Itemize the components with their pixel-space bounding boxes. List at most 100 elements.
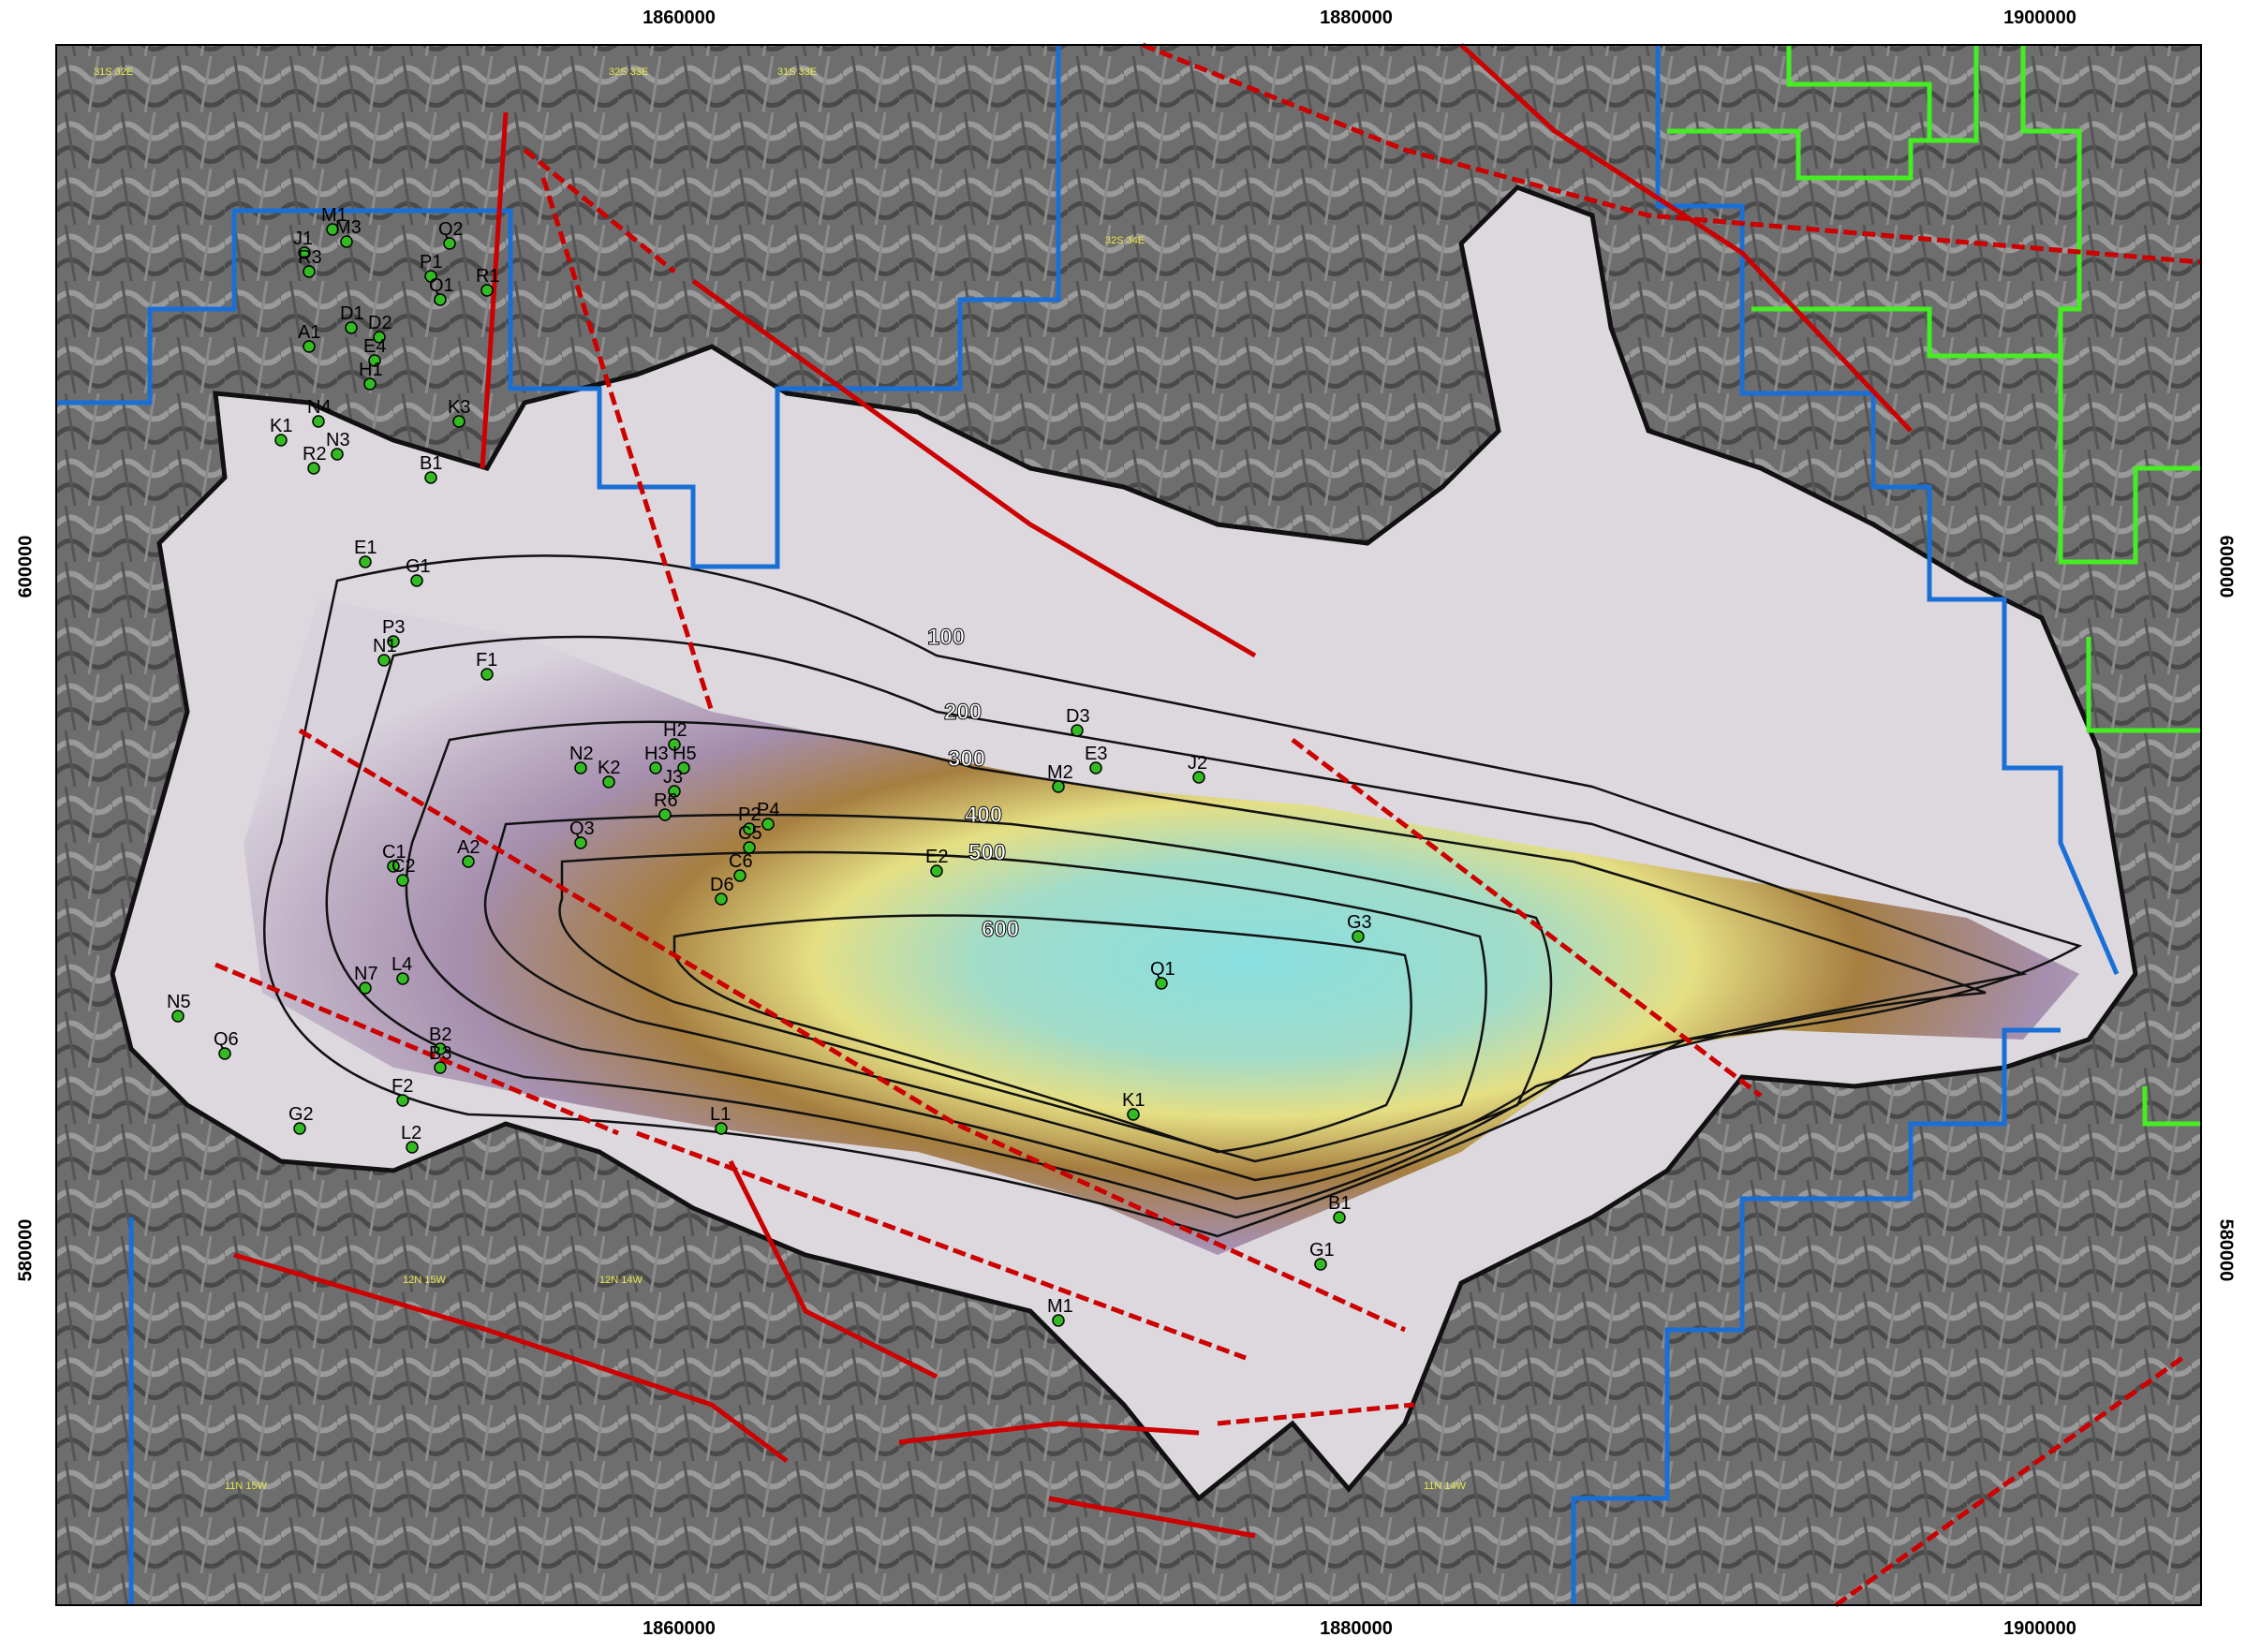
well-marker-icon[interactable] bbox=[307, 462, 320, 475]
well-point[interactable]: J2 bbox=[1188, 753, 1207, 784]
well-marker-icon[interactable] bbox=[424, 270, 437, 283]
well-point[interactable]: M3 bbox=[335, 217, 362, 248]
well-marker-icon[interactable] bbox=[574, 836, 587, 849]
well-marker-icon[interactable] bbox=[480, 668, 494, 681]
well-point[interactable]: H2 bbox=[663, 720, 687, 751]
well-point[interactable]: L2 bbox=[401, 1123, 421, 1154]
well-point[interactable]: K1 bbox=[1122, 1090, 1145, 1121]
well-point[interactable]: D3 bbox=[1066, 706, 1090, 737]
well-marker-icon[interactable] bbox=[743, 822, 756, 835]
well-marker-icon[interactable] bbox=[387, 860, 400, 873]
well-marker-icon[interactable] bbox=[602, 775, 615, 789]
well-point[interactable]: Q3 bbox=[569, 819, 595, 849]
well-point[interactable]: Q1 bbox=[429, 275, 454, 306]
well-marker-icon[interactable] bbox=[1052, 1314, 1065, 1327]
well-marker-icon[interactable] bbox=[396, 1094, 409, 1107]
well-point[interactable]: G2 bbox=[288, 1104, 314, 1135]
well-point[interactable]: K1 bbox=[270, 416, 292, 447]
well-point[interactable]: M2 bbox=[1047, 762, 1073, 793]
well-point[interactable]: F2 bbox=[392, 1076, 413, 1107]
well-marker-icon[interactable] bbox=[434, 293, 447, 306]
well-marker-icon[interactable] bbox=[452, 415, 465, 428]
well-point[interactable]: N5 bbox=[167, 992, 191, 1023]
well-point[interactable]: Q2 bbox=[438, 219, 464, 250]
well-point[interactable]: P2 bbox=[738, 804, 761, 835]
well-point[interactable]: M1 bbox=[321, 205, 347, 236]
well-marker-icon[interactable] bbox=[743, 841, 756, 854]
well-marker-icon[interactable] bbox=[410, 574, 423, 587]
well-marker-icon[interactable] bbox=[658, 808, 672, 821]
well-marker-icon[interactable] bbox=[303, 340, 316, 353]
well-point[interactable]: R1 bbox=[476, 266, 500, 297]
well-point[interactable]: P1 bbox=[420, 252, 442, 283]
well-point[interactable]: K3 bbox=[448, 397, 470, 428]
well-point[interactable]: K2 bbox=[598, 758, 620, 789]
well-marker-icon[interactable] bbox=[1155, 977, 1168, 990]
well-point[interactable]: A1 bbox=[298, 322, 320, 353]
well-marker-icon[interactable] bbox=[1314, 1258, 1327, 1271]
well-point[interactable]: N7 bbox=[354, 964, 378, 995]
well-marker-icon[interactable] bbox=[298, 246, 311, 259]
well-marker-icon[interactable] bbox=[668, 738, 681, 751]
well-marker-icon[interactable] bbox=[677, 761, 690, 774]
well-marker-icon[interactable] bbox=[733, 869, 746, 882]
well-marker-icon[interactable] bbox=[930, 864, 943, 878]
well-marker-icon[interactable] bbox=[363, 377, 377, 391]
well-marker-icon[interactable] bbox=[293, 1122, 306, 1135]
well-point[interactable]: Q1 bbox=[1150, 959, 1175, 990]
well-marker-icon[interactable] bbox=[396, 874, 409, 887]
well-point[interactable]: N1 bbox=[373, 636, 397, 667]
well-marker-icon[interactable] bbox=[331, 448, 344, 461]
well-marker-icon[interactable] bbox=[761, 818, 775, 831]
well-point[interactable]: E3 bbox=[1085, 744, 1107, 774]
well-point[interactable]: Q6 bbox=[214, 1029, 239, 1060]
well-point[interactable]: P4 bbox=[757, 800, 779, 831]
well-point[interactable]: C1 bbox=[382, 842, 406, 873]
well-marker-icon[interactable] bbox=[326, 223, 339, 236]
well-point[interactable]: B2 bbox=[429, 1025, 451, 1055]
well-point[interactable]: D2 bbox=[368, 313, 392, 344]
well-point[interactable]: D1 bbox=[340, 303, 364, 334]
well-marker-icon[interactable] bbox=[406, 1141, 419, 1154]
well-point[interactable]: G1 bbox=[1309, 1240, 1335, 1271]
well-point[interactable]: H1 bbox=[359, 360, 383, 391]
well-marker-icon[interactable] bbox=[574, 761, 587, 774]
well-marker-icon[interactable] bbox=[1089, 761, 1102, 774]
well-marker-icon[interactable] bbox=[1333, 1211, 1346, 1224]
well-point[interactable]: N3 bbox=[326, 430, 350, 461]
well-marker-icon[interactable] bbox=[218, 1047, 231, 1060]
well-marker-icon[interactable] bbox=[171, 1010, 185, 1023]
well-point[interactable]: J1 bbox=[293, 229, 313, 259]
well-marker-icon[interactable] bbox=[368, 354, 381, 367]
well-point[interactable]: J3 bbox=[663, 767, 683, 798]
well-marker-icon[interactable] bbox=[303, 265, 316, 278]
well-point[interactable]: C5 bbox=[738, 823, 762, 854]
well-point[interactable]: G3 bbox=[1347, 912, 1372, 943]
well-marker-icon[interactable] bbox=[1192, 771, 1205, 784]
well-point[interactable]: N2 bbox=[569, 744, 594, 774]
well-point[interactable]: R2 bbox=[303, 444, 327, 475]
well-marker-icon[interactable] bbox=[443, 237, 456, 250]
well-marker-icon[interactable] bbox=[1071, 724, 1084, 737]
well-point[interactable]: E2 bbox=[925, 847, 948, 878]
well-marker-icon[interactable] bbox=[480, 284, 494, 297]
well-point[interactable]: G1 bbox=[406, 556, 431, 587]
well-marker-icon[interactable] bbox=[715, 1122, 728, 1135]
well-point[interactable]: H5 bbox=[672, 744, 697, 774]
well-point[interactable]: R3 bbox=[298, 247, 322, 278]
well-point[interactable]: F1 bbox=[476, 650, 497, 681]
well-point[interactable]: N4 bbox=[307, 397, 332, 428]
well-marker-icon[interactable] bbox=[340, 235, 353, 248]
well-marker-icon[interactable] bbox=[668, 785, 681, 798]
well-point[interactable]: E1 bbox=[354, 538, 377, 568]
well-point[interactable]: A2 bbox=[457, 837, 480, 868]
well-point[interactable]: B1 bbox=[420, 453, 442, 484]
well-marker-icon[interactable] bbox=[377, 654, 391, 667]
well-point[interactable]: D6 bbox=[710, 875, 734, 906]
well-point[interactable]: B3 bbox=[429, 1043, 451, 1074]
well-marker-icon[interactable] bbox=[424, 471, 437, 484]
well-point[interactable]: R6 bbox=[654, 790, 678, 821]
well-point[interactable]: L1 bbox=[710, 1104, 731, 1135]
well-point[interactable]: E4 bbox=[363, 336, 386, 367]
well-marker-icon[interactable] bbox=[312, 415, 325, 428]
